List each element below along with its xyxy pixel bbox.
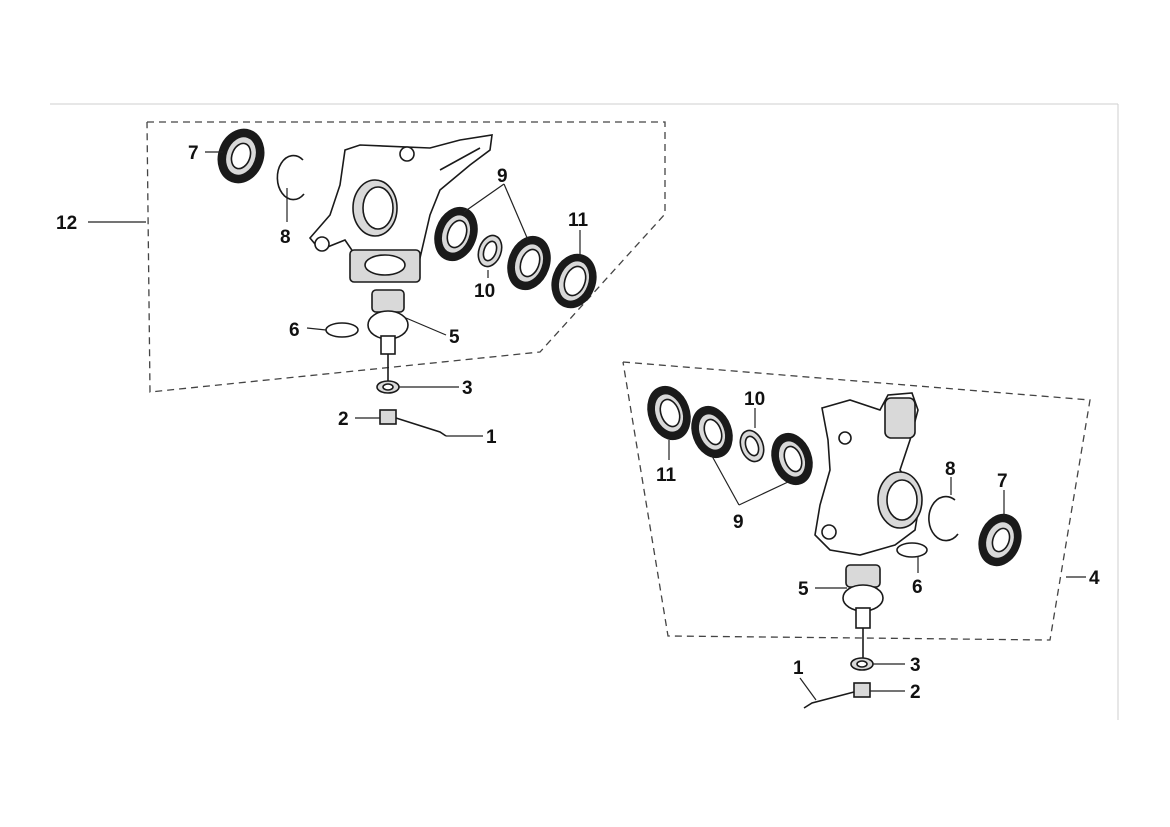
right-washer-3 — [850, 657, 874, 671]
callout-left-8: 8 — [280, 227, 291, 248]
left-snap-ring-8 — [276, 154, 305, 201]
callout-left-9: 9 — [497, 166, 508, 187]
left-assembly: 12 7 8 9 10 11 6 5 3 2 1 — [56, 121, 666, 448]
leader-r9a — [711, 455, 740, 506]
right-bearing-9b — [771, 432, 813, 486]
callout-right-9: 9 — [733, 512, 744, 533]
leader-r1 — [799, 677, 817, 701]
callout-left-1: 1 — [486, 427, 497, 448]
callout-right-10: 10 — [744, 389, 765, 410]
right-cotter-pin-1 — [803, 691, 855, 709]
leader-l9b — [503, 183, 529, 241]
right-steering-knuckle — [814, 392, 923, 556]
right-seal-7 — [978, 513, 1022, 567]
callout-left-5: 5 — [449, 327, 460, 348]
left-bearing-9a — [434, 206, 478, 262]
callout-left-10: 10 — [474, 281, 495, 302]
callout-right-6: 6 — [912, 577, 923, 598]
callout-left-6: 6 — [289, 320, 300, 341]
callout-right-5: 5 — [798, 579, 809, 600]
right-group-boundary — [622, 361, 1091, 641]
left-washer-3 — [376, 380, 400, 394]
right-assembly: 4 11 9 10 8 7 6 5 3 2 1 — [622, 361, 1100, 709]
right-spacer-10 — [739, 429, 765, 463]
callout-12: 12 — [56, 213, 77, 234]
right-nut-2 — [853, 682, 871, 698]
left-seal-7 — [217, 128, 265, 184]
callout-right-11: 11 — [656, 465, 677, 486]
callout-left-11: 11 — [568, 210, 589, 231]
left-steering-knuckle — [308, 134, 493, 283]
left-spacer-10 — [477, 234, 503, 268]
left-seal-11 — [551, 253, 597, 309]
callout-right-7: 7 — [997, 471, 1008, 492]
callout-right-2: 2 — [910, 682, 921, 703]
leader-l9a — [463, 183, 505, 213]
right-clip-6 — [896, 542, 928, 558]
callout-4: 4 — [1089, 568, 1100, 589]
left-cotter-pin-1 — [395, 417, 447, 437]
left-bearing-9b — [507, 235, 551, 291]
left-ball-joint-5 — [367, 289, 409, 382]
callout-right-8: 8 — [945, 459, 956, 480]
leader-l5 — [405, 317, 447, 336]
callout-right-1: 1 — [793, 658, 804, 679]
callout-left-3: 3 — [462, 378, 473, 399]
leader-l6 — [306, 327, 327, 331]
right-snap-ring-8 — [928, 495, 959, 542]
right-seal-11 — [647, 385, 691, 441]
right-ball-joint-5 — [842, 564, 884, 658]
left-nut-2 — [379, 409, 397, 425]
callout-right-3: 3 — [910, 655, 921, 676]
callout-left-2: 2 — [338, 409, 349, 430]
right-bearing-9a — [691, 405, 733, 459]
callout-left-7: 7 — [188, 143, 199, 164]
left-clip-6 — [325, 322, 359, 338]
leader-r9b — [738, 481, 789, 506]
